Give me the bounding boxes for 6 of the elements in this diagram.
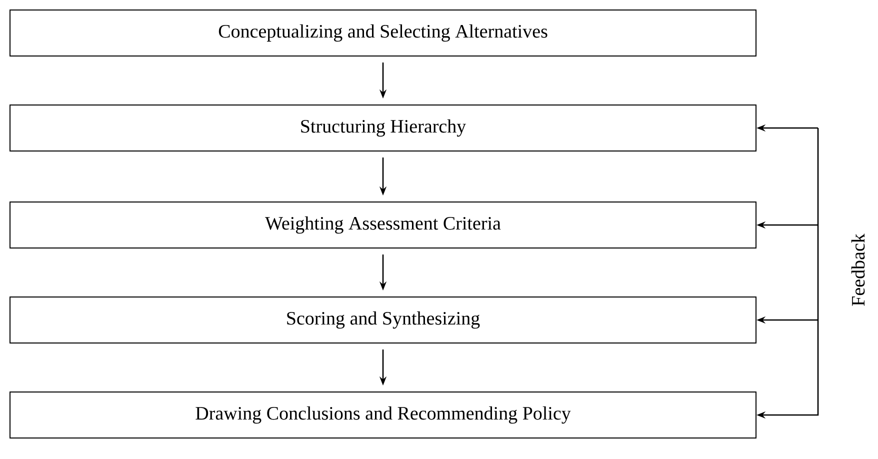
- process-box: Weighting Assessment Criteria: [10, 202, 756, 248]
- feedback-label: Feedback: [851, 234, 865, 306]
- process-box: Scoring and Synthesizing: [10, 296, 756, 344]
- process-box: Conceptualizing and Selecting Alternatives: [10, 10, 756, 56]
- process-box: Structuring Hierarchy: [10, 104, 756, 152]
- process-box: Drawing Conclusions and Recommending Policy: [10, 392, 756, 438]
